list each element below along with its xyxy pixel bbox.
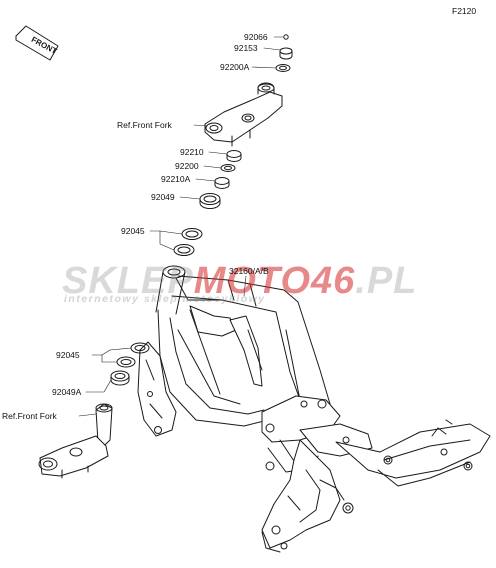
ref-front-fork-upper: Ref.Front Fork [117,120,172,130]
part-label-92045-upper: 92045 [121,226,145,236]
watermark-part3: .PL [355,260,418,302]
front-arrow-icon: FRONT [15,25,59,61]
watermark-part1: SKLEP [62,260,194,302]
nut-92210A [214,177,230,189]
upper-triple-clamp [204,82,283,147]
bearing-92045-upper [173,228,203,256]
ref-front-fork-lower: Ref.Front Fork [2,411,57,421]
part-label-92200: 92200 [175,161,199,171]
diagram-code: F2120 [452,6,477,16]
part-label-92066: 92066 [244,32,268,42]
part-label-92045-lower: 92045 [56,350,80,360]
lower-frame-pivot [261,439,354,553]
rear-subframe [335,419,491,487]
part-label-92210A: 92210A [161,174,191,184]
watermark-subtitle: internetowy sklep motocyklowy [64,293,266,305]
part-label-32160: 32160/A/B [229,266,269,276]
washer-92200 [220,164,236,172]
nut-92153 [279,47,293,60]
part-label-92049A: 92049A [52,387,82,397]
washer-92200A [275,64,291,72]
cap-92066 [283,34,289,40]
part-label-92049: 92049 [151,192,175,202]
seal-92049 [199,193,221,209]
watermark-part2: MOTO46 [193,260,356,302]
part-label-92153: 92153 [234,43,258,53]
part-label-92200A: 92200A [220,62,250,72]
nut-92210 [226,150,242,162]
seal-92049A [110,370,130,386]
lower-triple-clamp [38,403,113,479]
watermark-logo: SKLEPMOTO46.PL [62,260,417,303]
leader-lines [78,36,284,417]
part-label-92210: 92210 [180,147,204,157]
